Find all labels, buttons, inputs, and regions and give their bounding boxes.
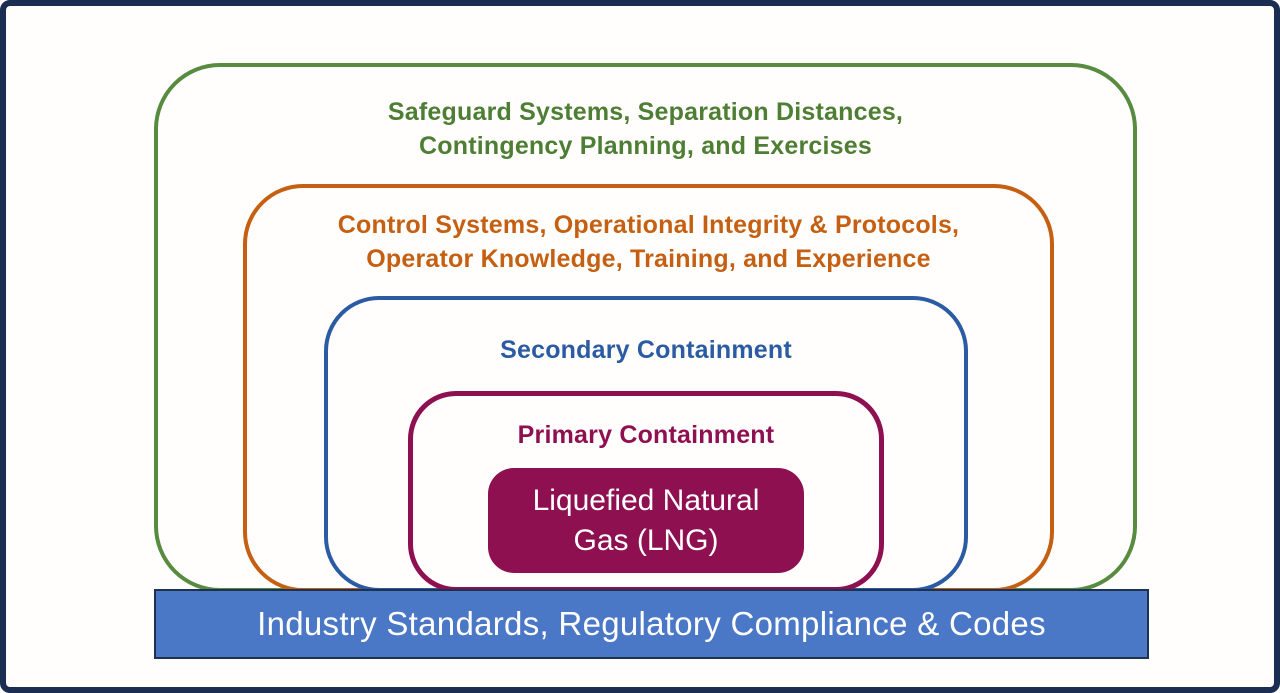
core-lng-label-line1: Liquefied Natural: [532, 483, 760, 517]
layer-control-systems: Control Systems, Operational Integrity &…: [243, 184, 1054, 592]
layer-safeguard-systems-label-line1: Safeguard Systems, Separation Distances,: [387, 98, 904, 126]
core-lng-box: Liquefied Natural Gas (LNG): [488, 468, 804, 573]
layer-control-systems-label-line1: Control Systems, Operational Integrity &…: [337, 211, 960, 239]
foundation-bar-label: Industry Standards, Regulatory Complianc…: [257, 605, 1046, 642]
layer-control-systems-label-line2: Operator Knowledge, Training, and Experi…: [366, 245, 931, 273]
core-lng-label-line2: Gas (LNG): [573, 523, 719, 557]
layer-safeguard-systems-label-line2: Contingency Planning, and Exercises: [419, 132, 872, 160]
layer-control-systems-label: Control Systems, Operational Integrity &…: [247, 208, 1050, 276]
layer-safeguard-systems-label: Safeguard Systems, Separation Distances,…: [158, 95, 1133, 163]
foundation-bar: Industry Standards, Regulatory Complianc…: [154, 589, 1149, 659]
layer-primary-containment-label: Primary Containment: [517, 421, 775, 449]
layer-secondary-containment-label: Secondary Containment: [500, 336, 792, 364]
